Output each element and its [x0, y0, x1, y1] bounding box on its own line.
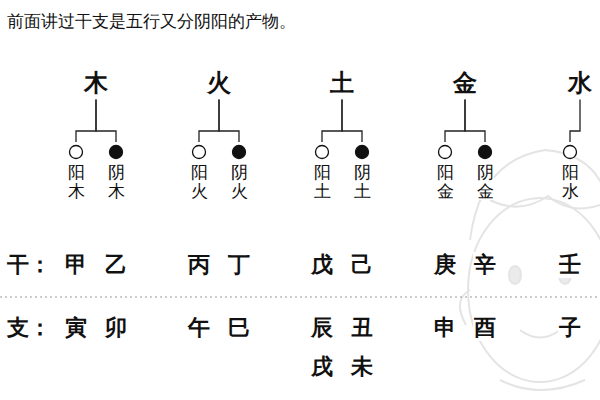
heavenly-stem: 丁	[227, 252, 251, 277]
earthly-branch: 未	[350, 354, 374, 379]
heavenly-stem: 丙	[187, 252, 211, 277]
yin-yang-label: 阳木	[68, 163, 85, 200]
yin-dot	[479, 146, 492, 159]
element-name: 火	[205, 70, 233, 96]
earthly-branch: 寅	[64, 315, 88, 340]
element-heading: 土	[328, 70, 356, 96]
element-name: 木	[82, 70, 110, 96]
branch-line	[570, 99, 580, 142]
yin-dot	[110, 146, 123, 159]
element-heading: 木	[82, 70, 110, 96]
yin-yang-label: 阴木	[108, 163, 125, 200]
yin-yang-column: 阴土	[353, 143, 371, 200]
yin-yang-label: 阳土	[314, 163, 331, 200]
yin-yang-label: 阳金	[437, 163, 454, 200]
earthly-branch: 午	[187, 315, 211, 340]
heavenly-stem: 戊	[310, 252, 334, 277]
branch-line	[199, 99, 219, 142]
yang-circle	[313, 143, 331, 163]
earthly-branch: 卯	[104, 315, 128, 340]
yin-dot	[107, 143, 125, 163]
heavenly-stem: 庚	[433, 252, 457, 277]
element-name: 金	[451, 70, 479, 96]
heavenly-stem: 壬	[558, 252, 582, 277]
row-label: 干：	[6, 252, 52, 277]
cartoon-face	[460, 150, 600, 390]
element-name: 水	[566, 70, 594, 96]
branch-line	[76, 99, 96, 142]
yang-circle	[190, 143, 208, 163]
heavenly-stem: 甲	[64, 252, 88, 277]
yin-yang-label: 阴火	[231, 163, 248, 200]
yin-yang-column: 阴木	[107, 143, 125, 200]
branch-line	[342, 99, 362, 142]
yin-yang-column: 阴火	[230, 143, 248, 200]
earthly-branch: 子	[558, 315, 582, 340]
heavenly-stem: 辛	[473, 252, 497, 277]
branch-line	[96, 99, 116, 142]
yang-circle	[564, 146, 577, 159]
yin-yang-column: 阳土	[313, 143, 331, 200]
earthly-branch: 戌	[310, 354, 334, 379]
earthly-branch: 巳	[227, 315, 251, 340]
yin-dot	[356, 146, 369, 159]
earthly-branch: 申	[433, 315, 457, 340]
earthly-branch: 丑	[350, 315, 374, 340]
earthly-branch: 辰	[310, 315, 334, 340]
yin-yang-label: 阳水	[562, 163, 579, 200]
branch-line	[465, 99, 485, 142]
yang-circle	[67, 143, 85, 163]
yin-yang-column: 阴金	[476, 143, 494, 200]
yin-dot	[476, 143, 494, 163]
branch-line	[322, 99, 342, 142]
element-heading: 水	[566, 70, 594, 96]
yin-dot	[230, 143, 248, 163]
yin-yang-label: 阴金	[477, 163, 494, 200]
yang-circle	[439, 146, 452, 159]
yin-yang-column: 阳金	[436, 143, 454, 200]
yin-dot	[233, 146, 246, 159]
element-heading: 金	[451, 70, 479, 96]
yang-circle	[316, 146, 329, 159]
element-heading: 火	[205, 70, 233, 96]
heavenly-stem: 乙	[104, 252, 128, 277]
yin-yang-label: 阴土	[354, 163, 371, 200]
yang-circle	[561, 143, 579, 163]
yang-circle	[193, 146, 206, 159]
yang-circle	[436, 143, 454, 163]
yin-yang-column: 阳水	[561, 143, 579, 200]
earthly-branch: 酉	[473, 315, 497, 340]
yin-dot	[353, 143, 371, 163]
branch-line	[219, 99, 239, 142]
row-label: 支：	[6, 315, 52, 340]
intro-sentence: 前面讲过干支是五行又分阴阳的产物。	[6, 12, 297, 32]
dashed-divider	[0, 296, 600, 297]
yin-yang-column: 阳木	[67, 143, 85, 200]
element-name: 土	[328, 70, 356, 96]
yang-circle	[70, 146, 83, 159]
branch-line	[445, 99, 465, 142]
yin-yang-column: 阳火	[190, 143, 208, 200]
heavenly-stem: 己	[350, 252, 374, 277]
yin-yang-label: 阳火	[191, 163, 208, 200]
